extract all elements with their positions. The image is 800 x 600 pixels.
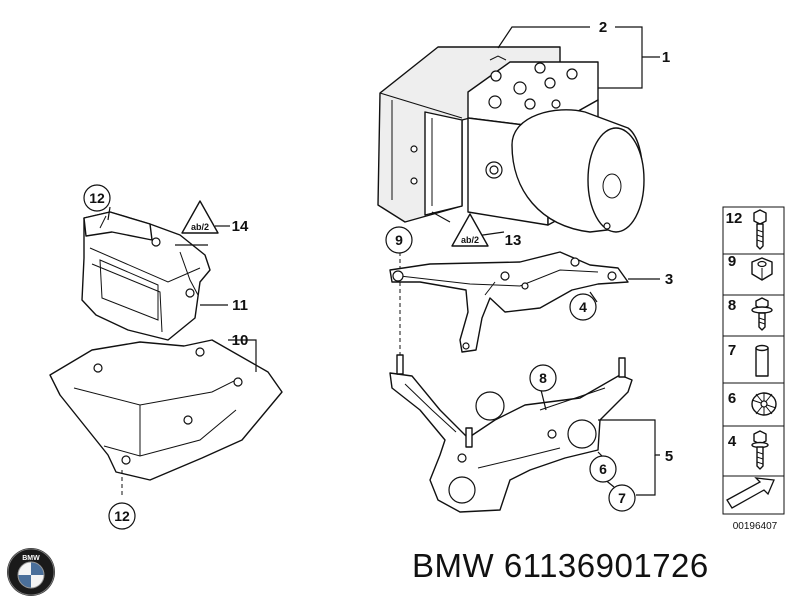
warning-triangles: ab/2 ab/2 — [181, 200, 489, 247]
callout-9: 9 — [395, 232, 403, 248]
lower-bracket — [389, 354, 633, 513]
legend-num-4: 4 — [728, 433, 737, 450]
callout-11: 11 — [232, 297, 248, 314]
hex-nut-icon — [751, 257, 773, 281]
part-number-caption: BMW 61136901726 — [412, 547, 709, 584]
bmw-roundel-icon: BMW — [7, 548, 55, 596]
callout-6: 6 — [599, 461, 607, 477]
callout-8: 8 — [539, 370, 547, 386]
flange-screw-icon — [751, 297, 773, 331]
sleeve-icon — [755, 344, 769, 377]
callout-1: 1 — [662, 49, 670, 66]
warning-symbol-text-13: ab/2 — [461, 235, 479, 245]
legend-num-9: 9 — [728, 253, 736, 270]
callout-circles — [83, 184, 636, 530]
callout-4: 4 — [579, 299, 587, 315]
diagram-ref-number: 00196407 — [733, 521, 778, 532]
callout-12-bottom: 12 — [114, 508, 130, 524]
abs-bracket — [389, 251, 629, 353]
part-labels: 2 1 3 5 13 14 11 10 12 9 4 8 6 7 12 — [89, 19, 673, 524]
legend-num-6: 6 — [728, 390, 736, 407]
warning-symbol-text-14: ab/2 — [191, 222, 209, 232]
leader-lines — [107, 26, 660, 496]
bolt-icon — [753, 209, 767, 250]
callout-3: 3 — [665, 271, 673, 288]
sensor-module — [81, 211, 211, 341]
callout-12-top: 12 — [89, 190, 105, 206]
bmw-logo-letters: BMW — [22, 555, 40, 562]
callout-5: 5 — [665, 448, 673, 465]
rubber-mount-icon — [751, 392, 777, 416]
arrow-icon — [726, 477, 775, 509]
hex-bolt-icon — [751, 430, 769, 470]
sensor-mounting-plate — [49, 339, 283, 481]
callout-10: 10 — [232, 332, 249, 349]
legend-num-7: 7 — [728, 342, 736, 359]
abs-hydraulic-unit — [377, 46, 645, 233]
callout-2: 2 — [599, 19, 607, 36]
callout-13: 13 — [505, 232, 522, 249]
legend-num-8: 8 — [728, 297, 736, 314]
callout-14: 14 — [232, 218, 249, 235]
legend-num-12: 12 — [726, 210, 743, 227]
callout-7: 7 — [618, 490, 626, 506]
hardware-legend: 12 9 8 7 6 4 — [722, 206, 785, 532]
